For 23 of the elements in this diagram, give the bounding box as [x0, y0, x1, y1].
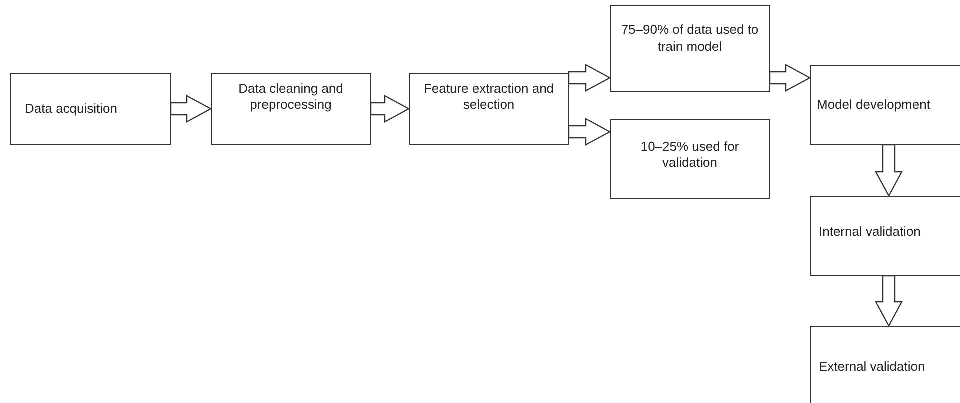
- box-label: 75–90% of data used to train model: [620, 22, 760, 55]
- box-label: Internal validation: [819, 224, 921, 240]
- box-label: 10–25% used for validation: [640, 138, 740, 172]
- block-arrow: [170, 95, 212, 123]
- process-box: [610, 5, 770, 92]
- block-arrow: [769, 64, 812, 92]
- process-box: [409, 73, 569, 145]
- block-arrow: [568, 118, 612, 146]
- block-arrow: [875, 144, 903, 198]
- block-arrow: [568, 64, 612, 92]
- box-label: Data cleaning and preprocessing: [238, 80, 344, 114]
- process-box: [211, 73, 371, 145]
- block-arrow: [875, 275, 903, 328]
- process-box: [810, 196, 960, 276]
- process-box: [810, 65, 960, 145]
- box-label: Feature extraction and selection: [422, 80, 556, 114]
- process-box: [10, 73, 171, 145]
- block-arrow: [370, 95, 410, 123]
- box-label: Data acquisition: [25, 100, 118, 118]
- process-box: [810, 326, 960, 403]
- process-box: [610, 119, 770, 199]
- box-label: Model development: [817, 96, 930, 114]
- box-label: External validation: [819, 358, 926, 376]
